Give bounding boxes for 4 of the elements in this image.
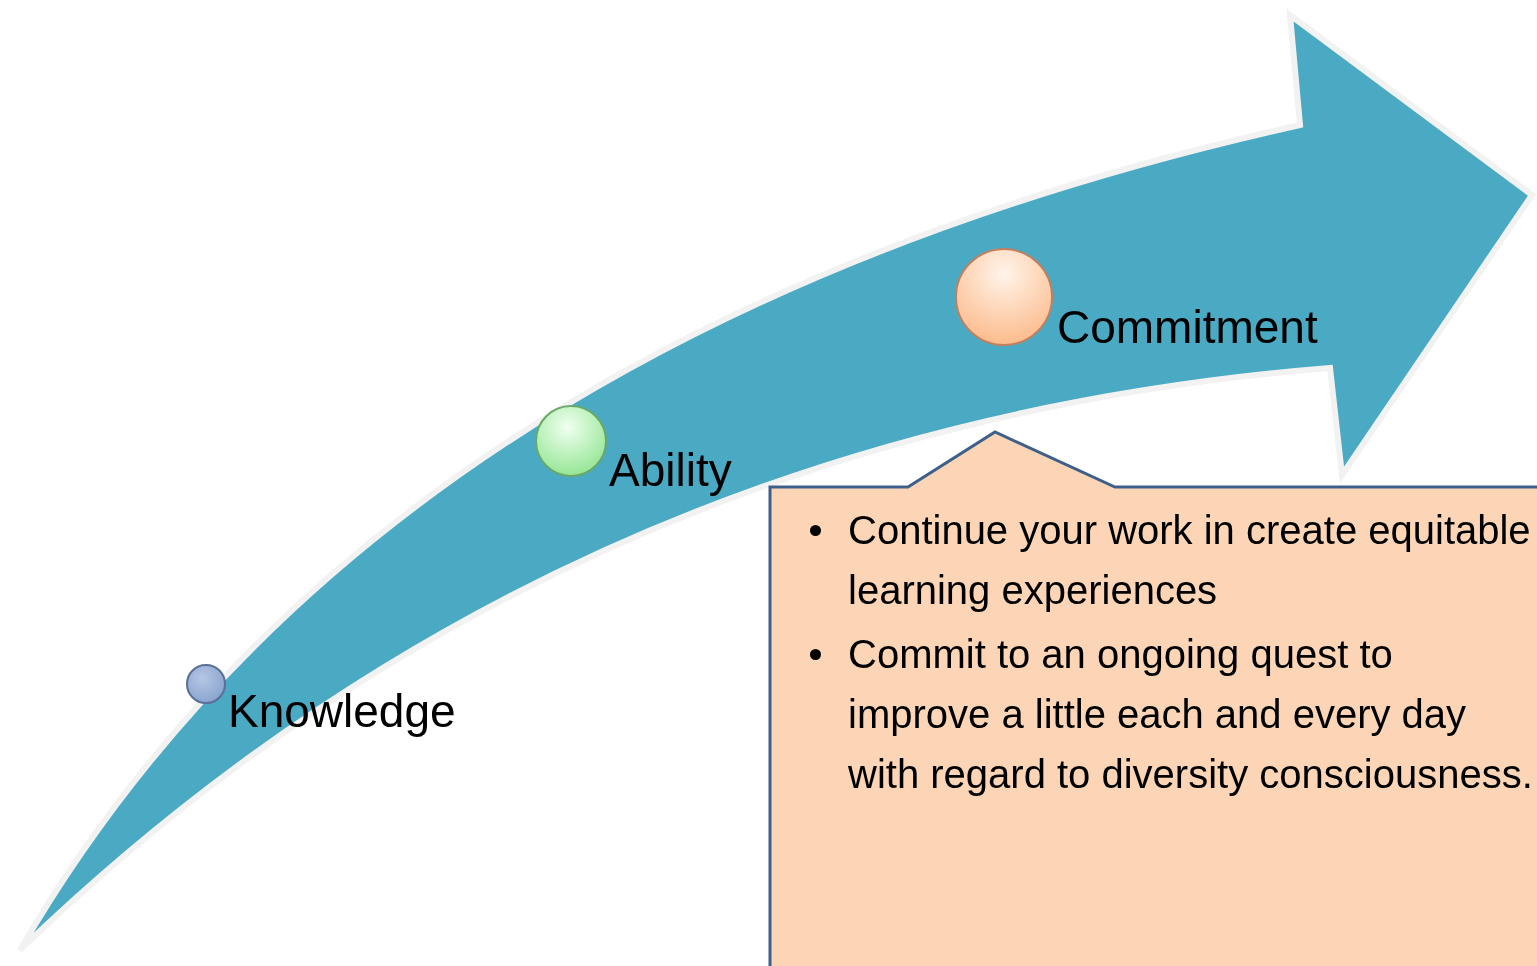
bullet-text: Continue your work in create equitable learning experiences — [848, 508, 1531, 612]
step-label: Commitment — [1057, 304, 1318, 350]
bullet-text: Commit to an ongoing quest to improve a little each and every day with regard to diversity consciousness. — [848, 632, 1533, 796]
dot-marker — [186, 664, 226, 704]
